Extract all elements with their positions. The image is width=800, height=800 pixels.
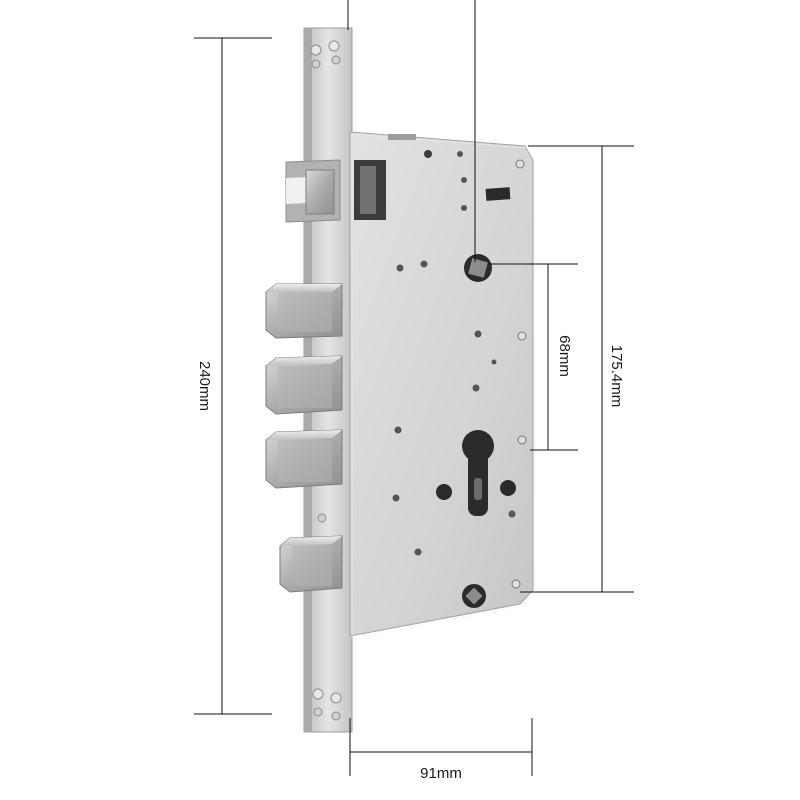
cylinder-cutout: [436, 430, 516, 516]
lock-illustration: [265, 27, 536, 733]
dead-bolt-1: [265, 283, 343, 339]
dimension-label-91: 91mm: [420, 765, 462, 782]
dimension-label-175: 175.4mm: [608, 345, 625, 408]
dimension-label-240: 240mm: [196, 361, 213, 411]
dimension-label-68: 68mm: [556, 335, 573, 377]
dimension-lines: [194, 0, 634, 776]
lock-case: [349, 131, 536, 639]
dead-bolt-4: [279, 535, 343, 593]
dead-bolt-2: [265, 355, 343, 415]
spindle-hub: [464, 254, 492, 282]
latch-bolt: [285, 159, 341, 223]
dead-bolt-3: [265, 429, 343, 489]
lower-spindle-hub: [462, 584, 486, 608]
